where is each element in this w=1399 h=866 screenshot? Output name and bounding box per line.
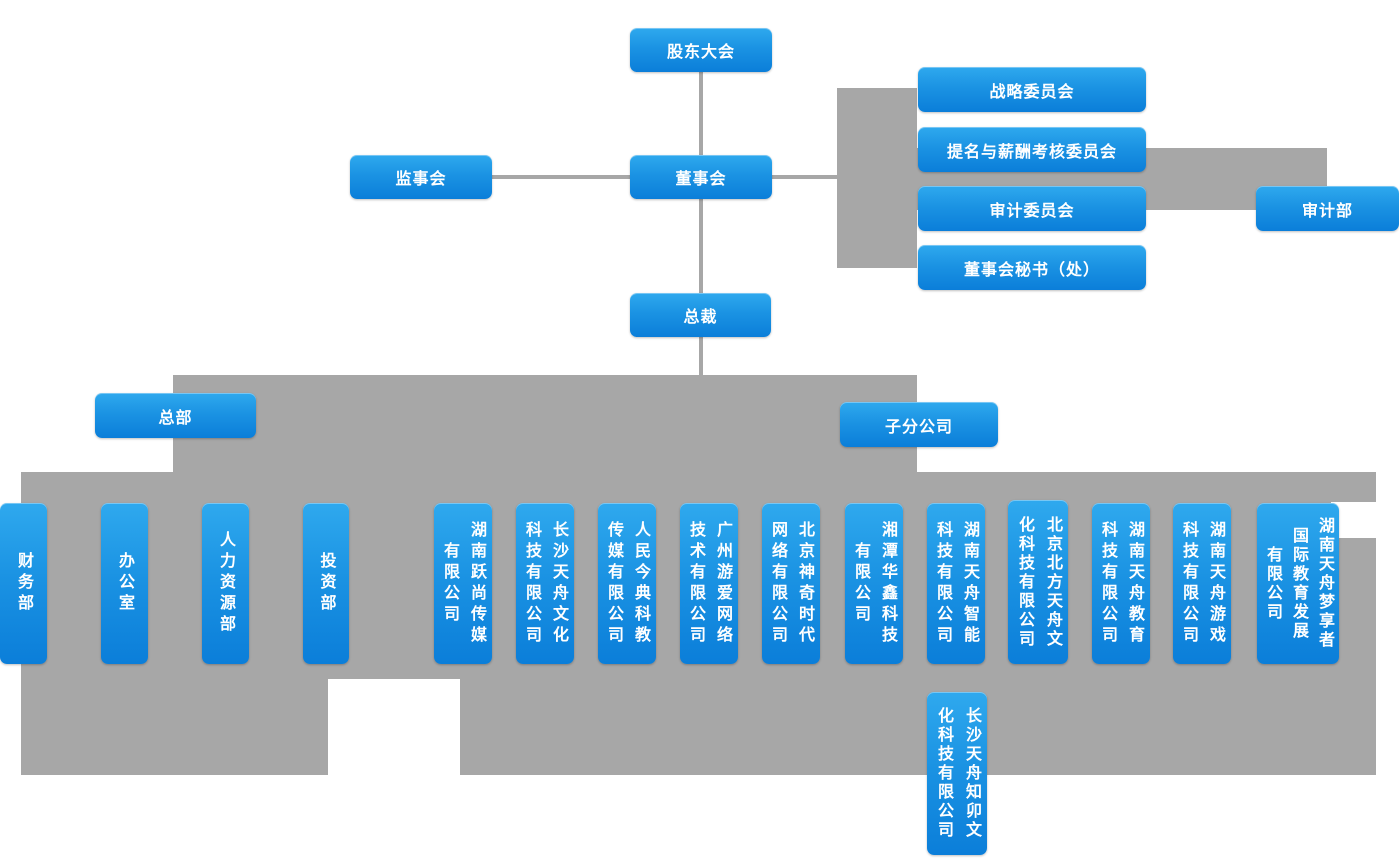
node-audit-committee: 审计委员会 [918,186,1146,231]
node-investment-dept-label: 投资部 [317,552,335,615]
node-sub-youxi-label: 湖南天舟游戏 科技有限公司 [1180,520,1224,647]
node-board-of-directors-label: 董事会 [675,171,727,188]
node-sub-tianzhou-culture-label: 长沙天舟文化 科技有限公司 [523,520,567,647]
node-sub-youxi: 湖南天舟游戏 科技有限公司 [1173,503,1231,664]
node-board-of-directors: 董事会 [630,155,772,199]
node-sub-jiaoyu: 湖南天舟教育 科技有限公司 [1092,503,1150,664]
node-sub-zhimao-label: 长沙天舟知卯文 化科技有限公司 [935,707,980,840]
node-office-label: 办公室 [116,552,133,615]
connector-board-committees [772,175,840,179]
connector-president-band [699,337,703,377]
node-office: 办公室 [101,503,148,664]
node-finance-dept-label: 财务部 [15,552,32,615]
node-hr-dept-label: 人力资源部 [217,531,234,636]
node-sub-youai-label: 广州游爱网络 技术有限公司 [687,520,731,647]
connector-upper-band [173,375,917,472]
node-hr-dept: 人力资源部 [202,503,249,664]
node-investment-dept: 投资部 [303,503,349,664]
node-sub-jindian-label: 人民今典科教 传媒有限公司 [605,520,649,647]
node-sub-tianzhou-culture: 长沙天舟文化 科技有限公司 [516,503,574,664]
node-sub-yueshang: 湖南跃尚传媒 有限公司 [434,503,492,664]
node-sub-zhineng: 湖南天舟智能 科技有限公司 [927,503,985,664]
node-board-secretary: 董事会秘书（处） [918,245,1146,290]
node-shareholders-label: 股东大会 [666,44,735,61]
node-sub-shenqi: 北京神奇时代 网络有限公司 [762,503,820,664]
node-shareholders: 股东大会 [630,28,772,72]
node-audit-dept-label: 审计部 [1301,202,1353,220]
node-sub-beifang: 北京北方天舟文 化科技有限公司 [1008,500,1068,664]
node-sub-huaxin-label: 湘潭华鑫科技 有限公司 [852,520,896,647]
node-headquarters: 总部 [95,393,256,438]
node-subsidiaries: 子分公司 [840,402,998,447]
connector-committee-bar [837,88,917,268]
node-sub-shenqi-label: 北京神奇时代 网络有限公司 [769,520,813,647]
node-sub-mengxiangzhe: 湖南天舟梦享者 国际教育发展 有限公司 [1257,503,1339,664]
node-audit-dept: 审计部 [1256,186,1399,231]
node-sub-jindian: 人民今典科教 传媒有限公司 [598,503,656,664]
node-strategy-committee-label: 战略委员会 [989,83,1075,101]
node-sub-yueshang-label: 湖南跃尚传媒 有限公司 [441,520,485,647]
connector-shareholders-board [699,72,703,155]
node-sub-youai: 广州游爱网络 技术有限公司 [680,503,738,664]
node-nomination-committee-label: 提名与薪酬考核委员会 [946,143,1117,161]
node-subsidiaries-label: 子分公司 [884,418,953,436]
node-president-label: 总裁 [683,309,718,326]
node-sub-zhineng-label: 湖南天舟智能 科技有限公司 [934,520,978,647]
node-finance-dept: 财务部 [0,503,47,664]
node-sub-zhimao: 长沙天舟知卯文 化科技有限公司 [927,692,987,855]
connector-lower-block-right [460,679,1331,775]
connector-supervisory-board [492,175,630,179]
node-nomination-committee: 提名与薪酬考核委员会 [918,127,1146,172]
connector-board-president [699,199,703,293]
node-sub-jiaoyu-label: 湖南天舟教育 科技有限公司 [1099,520,1143,647]
node-board-secretary-label: 董事会秘书（处） [963,261,1100,279]
node-supervisory-board: 监事会 [350,155,492,199]
node-sub-huaxin: 湘潭华鑫科技 有限公司 [845,503,903,664]
connector-wide-band [21,472,1376,502]
node-headquarters-label: 总部 [158,409,193,427]
connector-lower-block-left [21,679,328,775]
node-supervisory-board-label: 监事会 [395,171,447,188]
node-strategy-committee: 战略委员会 [918,67,1146,112]
node-sub-mengxiangzhe-label: 湖南天舟梦享者 国际教育发展 有限公司 [1264,517,1333,650]
node-sub-beifang-label: 北京北方天舟文 化科技有限公司 [1016,515,1061,649]
node-president: 总裁 [630,293,771,337]
node-audit-committee-label: 审计委员会 [989,202,1075,220]
